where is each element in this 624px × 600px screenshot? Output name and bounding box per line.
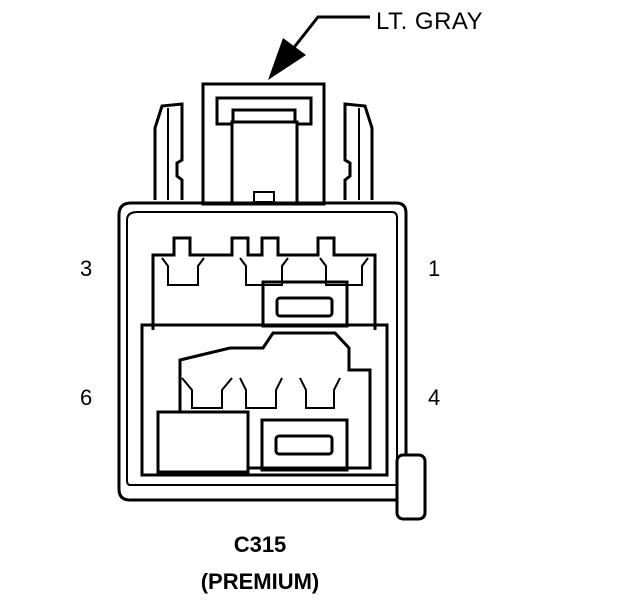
pin-number-3: 3 [80, 256, 93, 281]
left-latch-ear [153, 102, 184, 200]
connector-variant: (PREMIUM) [200, 569, 320, 594]
upper-terminal-row [151, 236, 377, 330]
housing-color-label: LT. GRAY [376, 8, 484, 35]
pin-number-4: 4 [428, 385, 441, 410]
locking-tab [201, 82, 326, 206]
pin-number-1: 1 [428, 256, 441, 281]
callout-leader-arrow [268, 15, 370, 80]
right-latch-ear [343, 102, 374, 200]
lower-terminal-row [140, 323, 389, 477]
pin-number-6: 6 [80, 385, 93, 410]
connector-id: C315 [233, 532, 287, 557]
connector-housing [117, 201, 427, 521]
